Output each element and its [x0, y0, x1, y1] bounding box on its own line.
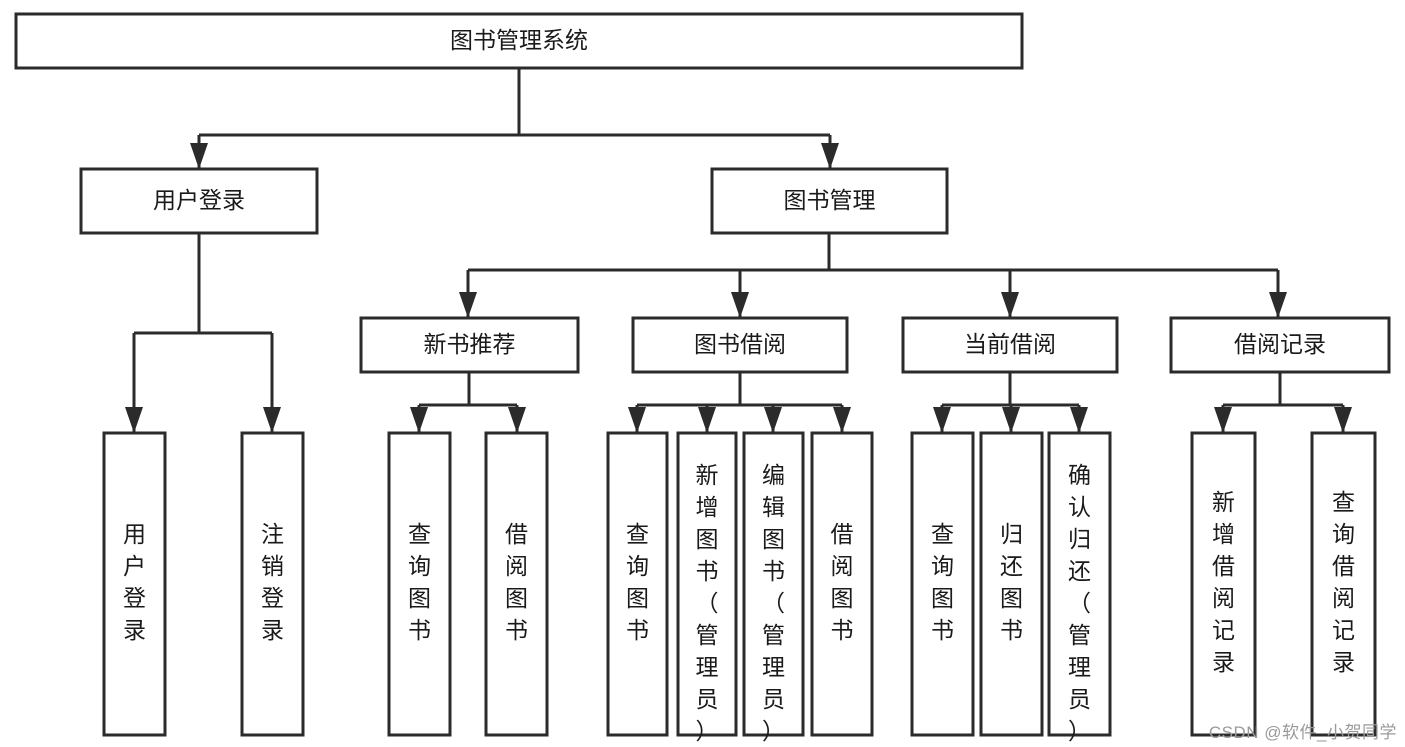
node-leaf-borrow-book-1[interactable]: 借阅图书 — [484, 431, 549, 737]
arrow-head-icon — [933, 407, 951, 433]
node-box[interactable] — [240, 431, 305, 737]
node-box[interactable] — [102, 431, 167, 737]
node-label: 查询图书 — [408, 521, 431, 643]
node-box[interactable] — [676, 431, 738, 737]
node-box[interactable] — [387, 431, 452, 737]
node-box[interactable] — [484, 431, 549, 737]
node-leaf-return-book[interactable]: 归还图书 — [979, 431, 1044, 737]
node-box[interactable] — [910, 431, 975, 737]
node-box[interactable] — [979, 431, 1044, 737]
node-leaf-query-book-1[interactable]: 查询图书 — [387, 431, 452, 737]
node-leaf-query-book-3[interactable]: 查询图书 — [910, 431, 975, 737]
node-label: 注销登录 — [261, 521, 284, 643]
node-box[interactable] — [631, 316, 849, 374]
node-current-borrow[interactable]: 当前借阅 — [901, 316, 1119, 374]
node-label: 图书借阅 — [694, 331, 786, 357]
node-box[interactable] — [1190, 431, 1257, 737]
arrow-head-icon — [1070, 407, 1088, 433]
node-box[interactable] — [79, 167, 319, 235]
node-leaf-user-login[interactable]: 用户登录 — [102, 431, 167, 737]
arrow-head-icon — [1334, 407, 1352, 433]
node-leaf-confirm-return[interactable]: 确认归还（管理员） — [1047, 431, 1112, 744]
node-box[interactable] — [1310, 431, 1377, 737]
node-box[interactable] — [1169, 316, 1391, 374]
watermark-text: CSDN @软件_小贺同学 — [1208, 723, 1397, 742]
node-label: 新增图书（管理员） — [696, 462, 719, 744]
node-user-login[interactable]: 用户登录 — [79, 167, 319, 235]
node-box[interactable] — [359, 316, 580, 374]
arrow-head-icon — [1214, 407, 1232, 433]
node-box[interactable] — [810, 431, 874, 737]
node-book-borrow[interactable]: 图书借阅 — [631, 316, 849, 374]
arrow-head-icon — [125, 407, 143, 433]
node-box[interactable] — [606, 431, 669, 737]
node-leaf-add-record[interactable]: 新增借阅记录 — [1190, 431, 1257, 737]
node-label: 确认归还（管理员） — [1068, 462, 1091, 744]
node-leaf-add-book[interactable]: 新增图书（管理员） — [676, 431, 738, 744]
arrow-head-icon — [1002, 407, 1020, 433]
arrow-head-icon — [1269, 292, 1287, 318]
arrow-head-icon — [628, 407, 646, 433]
arrow-head-icon — [833, 407, 851, 433]
node-new-book-recommend[interactable]: 新书推荐 — [359, 316, 580, 374]
arrow-head-icon — [508, 407, 526, 433]
node-label: 编辑图书（管理员） — [762, 462, 785, 744]
node-leaf-query-record[interactable]: 查询借阅记录 — [1310, 431, 1377, 737]
arrow-head-icon — [821, 143, 839, 169]
node-label: 当前借阅 — [964, 331, 1056, 357]
nodes-layer: 图书管理系统用户登录图书管理新书推荐图书借阅当前借阅借阅记录用户登录注销登录查询… — [14, 12, 1391, 744]
node-leaf-edit-book[interactable]: 编辑图书（管理员） — [742, 431, 805, 744]
node-label: 用户登录 — [153, 187, 245, 213]
edges-layer — [125, 68, 1352, 433]
node-label: 借阅记录 — [1234, 331, 1326, 357]
node-book-management[interactable]: 图书管理 — [710, 167, 949, 235]
node-label: 图书管理系统 — [450, 27, 588, 53]
node-box[interactable] — [742, 431, 805, 737]
node-label: 查询图书 — [931, 521, 954, 643]
node-label: 归还图书 — [1000, 521, 1023, 643]
node-label: 借阅图书 — [505, 521, 528, 643]
node-leaf-user-logout[interactable]: 注销登录 — [240, 431, 305, 737]
arrow-head-icon — [698, 407, 716, 433]
arrow-head-icon — [263, 407, 281, 433]
node-borrow-record[interactable]: 借阅记录 — [1169, 316, 1391, 374]
node-root-system[interactable]: 图书管理系统 — [14, 12, 1024, 70]
node-label: 用户登录 — [123, 521, 146, 643]
node-label: 借阅图书 — [831, 521, 854, 643]
arrow-head-icon — [190, 143, 208, 169]
arrow-head-icon — [1001, 292, 1019, 318]
arrow-head-icon — [410, 407, 428, 433]
node-label: 图书管理 — [784, 187, 876, 213]
node-box[interactable] — [710, 167, 949, 235]
node-box[interactable] — [1047, 431, 1112, 737]
node-label: 查询图书 — [626, 521, 649, 643]
node-box[interactable] — [14, 12, 1024, 70]
arrow-head-icon — [731, 292, 749, 318]
node-box[interactable] — [901, 316, 1119, 374]
node-label: 查询借阅记录 — [1332, 489, 1355, 675]
arrow-head-icon — [459, 292, 477, 318]
node-label: 新书推荐 — [424, 331, 516, 357]
arrow-head-icon — [764, 407, 782, 433]
node-leaf-query-book-2[interactable]: 查询图书 — [606, 431, 669, 737]
node-leaf-borrow-book-2[interactable]: 借阅图书 — [810, 431, 874, 737]
node-label: 新增借阅记录 — [1212, 489, 1235, 675]
